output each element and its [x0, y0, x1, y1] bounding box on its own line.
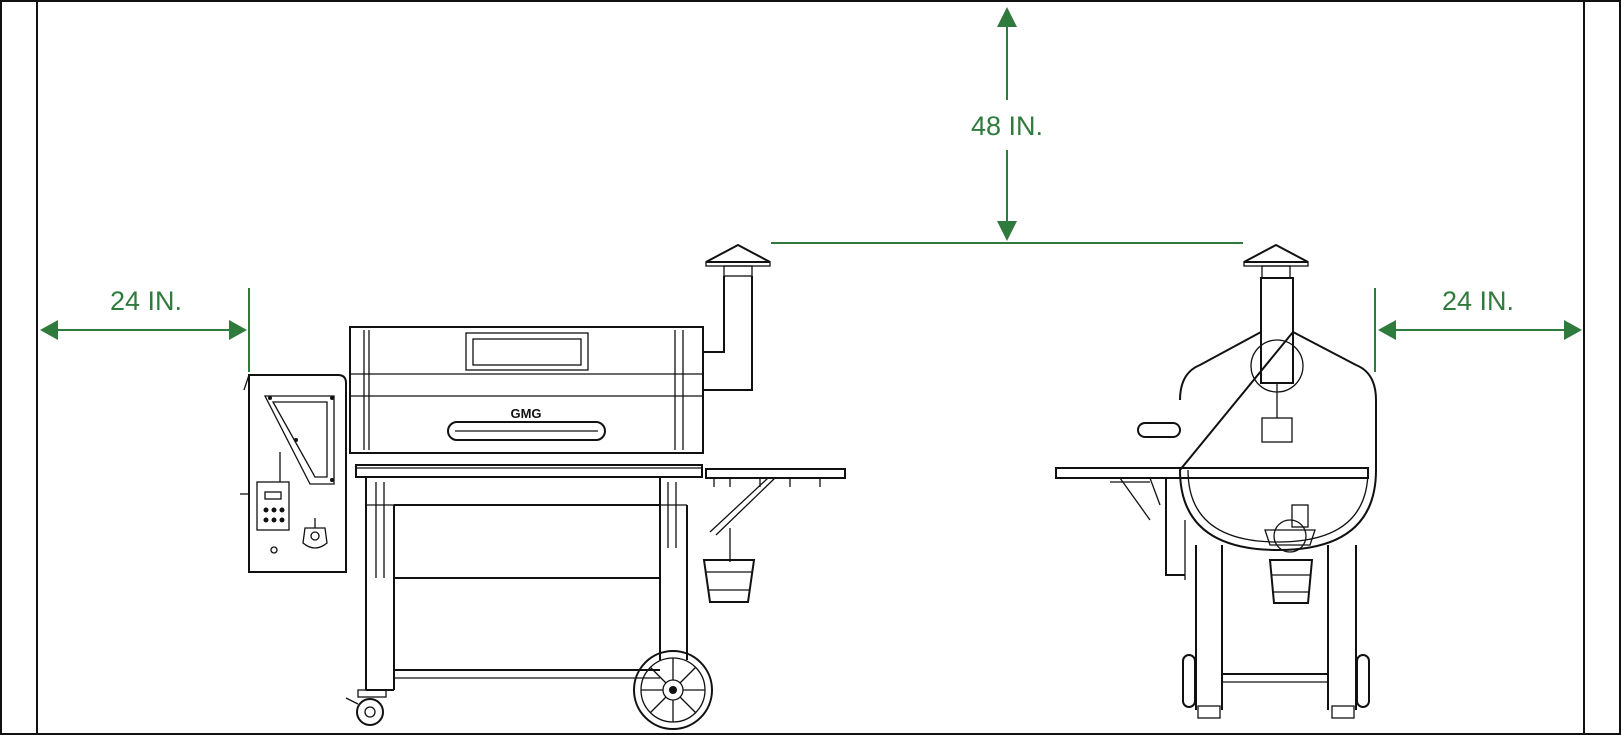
- top-clearance-label: 48 IN.: [971, 111, 1043, 141]
- top-clearance-dimension: 48 IN.: [771, 7, 1243, 244]
- lid-window: [465, 332, 589, 371]
- grill-side-view: GMG: [240, 243, 846, 730]
- grease-bucket: [702, 528, 756, 603]
- rear-wheel: [633, 650, 713, 730]
- end-legs: [1182, 545, 1370, 719]
- side-shelf: [705, 468, 846, 536]
- grill-end-view: [1055, 243, 1377, 719]
- gmg-logo: GMG: [510, 406, 541, 421]
- end-grease-bucket: [1264, 504, 1316, 604]
- controller-panel: [256, 481, 290, 531]
- lid-handle: [447, 421, 606, 441]
- end-barrel: [1137, 330, 1377, 552]
- right-clearance-dimension: 24 IN.: [1374, 286, 1582, 372]
- caster-wheel: [345, 689, 387, 726]
- end-shelf: [1055, 467, 1369, 479]
- pellet-hopper: [240, 374, 347, 573]
- left-clearance-dimension: 24 IN.: [40, 286, 250, 372]
- front-rail: [355, 464, 703, 478]
- bottle-opener: [302, 527, 328, 549]
- end-chimney: [1243, 243, 1309, 393]
- chimney: [702, 243, 771, 391]
- right-clearance-label: 24 IN.: [1442, 286, 1514, 316]
- left-clearance-label: 24 IN.: [110, 286, 182, 316]
- cart-frame: [365, 477, 688, 691]
- grill-barrel: GMG: [349, 326, 704, 454]
